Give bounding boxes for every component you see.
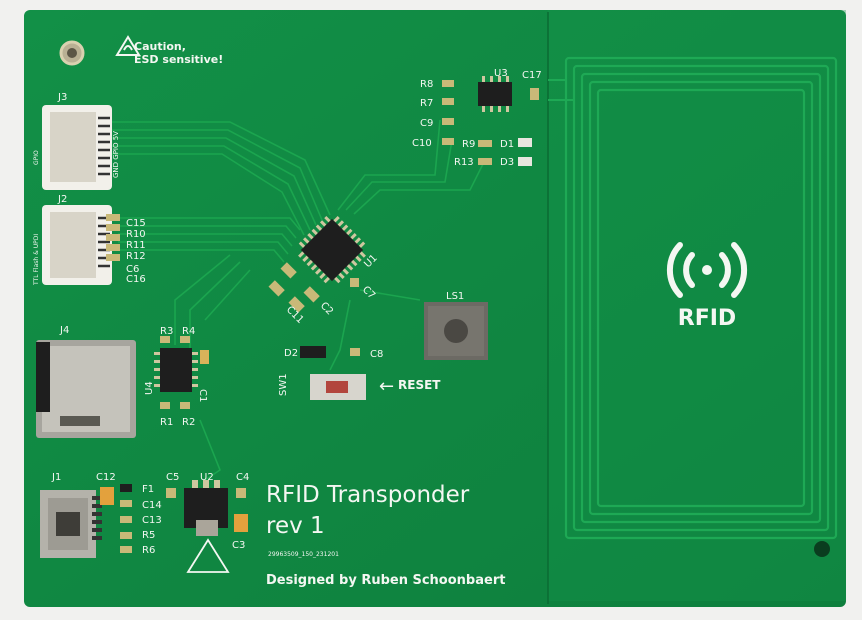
ref-c3: C3 (232, 540, 245, 551)
chip-u4 (154, 348, 198, 392)
reset-label: RESET (398, 378, 441, 392)
ref-c1: C1 (197, 389, 208, 402)
board-designer: Designed by Ruben Schoonbaert (266, 573, 505, 588)
ref-d2: D2 (284, 348, 298, 359)
board-serial: 29963509_150_231201 (268, 551, 339, 558)
ref-r7: R7 (420, 98, 433, 109)
chip-u3 (478, 76, 512, 112)
ref-c9: C9 (420, 118, 433, 129)
board-revision: rev 1 (266, 513, 325, 539)
ref-r10: R10 (126, 229, 146, 240)
ref-u2: U2 (200, 472, 214, 483)
esd-caution-line2: ESD sensitive! (134, 53, 223, 66)
ref-r9: R9 (462, 139, 475, 150)
ref-c10: C10 (412, 138, 432, 149)
ref-c8: C8 (370, 349, 383, 360)
ref-r3: R3 (160, 326, 173, 337)
ref-u3: U3 (494, 68, 508, 79)
rfid-label: RFID (678, 306, 736, 331)
ref-j2: J2 (57, 194, 67, 205)
ref-r4: R4 (182, 326, 195, 337)
led-d1 (518, 138, 532, 147)
ref-r1: R1 (160, 417, 173, 428)
ref-c15: C15 (126, 218, 146, 229)
ref-j3: J3 (57, 92, 67, 103)
ref-c12: C12 (96, 472, 116, 483)
connector-j2 (42, 205, 112, 285)
antenna-coil (564, 56, 838, 540)
ref-c16: C16 (126, 274, 146, 285)
capacitor-c12 (100, 487, 114, 505)
ref-d1: D1 (500, 139, 514, 150)
ref-r6: R6 (142, 545, 155, 556)
ref-u4: U4 (144, 381, 155, 395)
rfid-wireless-icon (666, 242, 748, 298)
esd-caution-line1: Caution, (134, 40, 186, 53)
ref-ls1: LS1 (446, 291, 464, 302)
j3-pin-label: GND GPIO 5V (112, 131, 120, 178)
hot-surface-icon (186, 538, 230, 573)
ref-f1: F1 (142, 484, 154, 495)
led-d3 (518, 157, 532, 166)
ref-r12: R12 (126, 251, 146, 262)
ref-j4: J4 (59, 325, 69, 336)
resistor-pack-r10-r12 (106, 214, 120, 261)
j3-side-label: GPIO (33, 150, 40, 165)
sd-card-slot-j4 (36, 340, 136, 438)
ref-c17: C17 (522, 70, 542, 81)
board-title: RFID Transponder (266, 482, 470, 508)
ref-j1: J1 (51, 472, 61, 483)
copper-traces (110, 119, 486, 481)
microcontroller-u1 (298, 216, 366, 284)
buzzer-ls1 (424, 302, 488, 360)
ref-r2: R2 (182, 417, 195, 428)
j2-side-label: TTL Flash & UPDI (33, 234, 40, 286)
ref-r13: R13 (454, 157, 474, 168)
ref-c6: C6 (126, 264, 139, 275)
regulator-u2 (184, 480, 228, 536)
usb-c-connector-j1 (40, 490, 102, 558)
ref-c14: C14 (142, 500, 162, 511)
esd-warning-icon (115, 35, 141, 56)
mounting-hole-bottom-right (814, 541, 830, 557)
ref-r8: R8 (420, 79, 433, 90)
ref-c13: C13 (142, 515, 162, 526)
ref-c4: C4 (236, 472, 249, 483)
reset-button-sw1 (310, 374, 366, 400)
capacitor-c3 (234, 514, 248, 532)
reset-arrow-icon: ← (379, 376, 394, 397)
ref-r5: R5 (142, 530, 155, 541)
ref-d3: D3 (500, 157, 514, 168)
ref-r11: R11 (126, 240, 146, 251)
ref-c5: C5 (166, 472, 179, 483)
ref-sw1: SW1 (278, 373, 289, 396)
connector-j3 (42, 105, 112, 190)
diode-d2 (300, 346, 326, 358)
